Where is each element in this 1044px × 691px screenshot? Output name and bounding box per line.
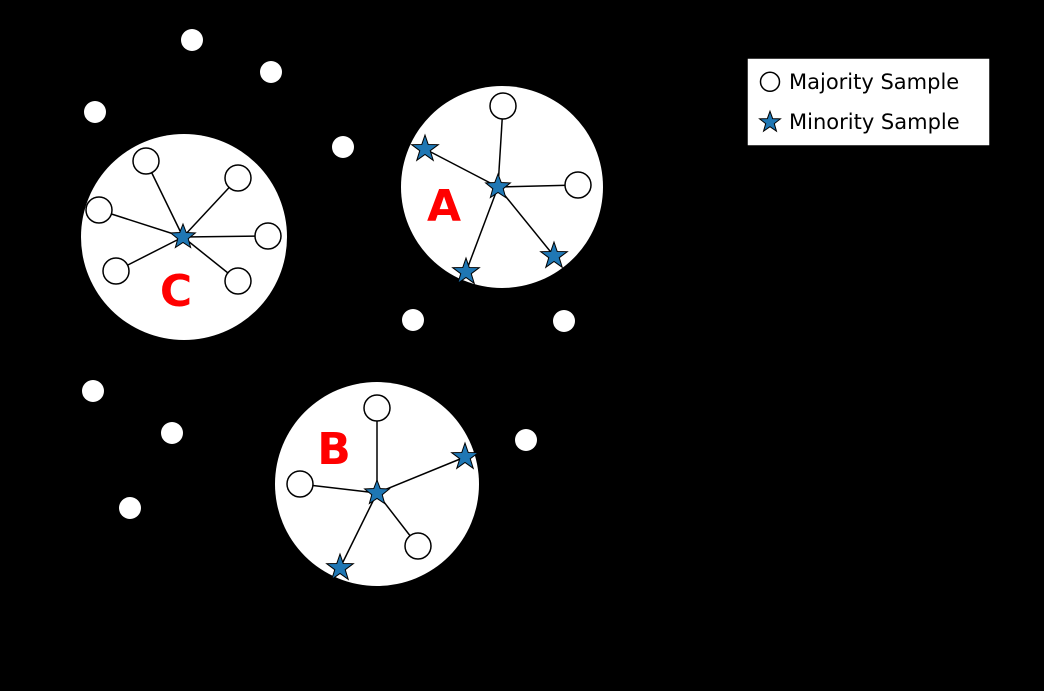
legend-minority-icon [758, 109, 782, 133]
minority-node [539, 240, 569, 269]
majority-node [102, 257, 130, 285]
majority-node-outlier [402, 309, 424, 331]
legend-box [746, 57, 991, 147]
majority-node [286, 470, 314, 498]
cluster-b-edge [339, 492, 378, 569]
majority-node [85, 196, 113, 224]
majority-node-outlier [119, 497, 141, 519]
cluster-a-label: A [427, 181, 461, 232]
legend-item-label: Minority Sample [789, 110, 960, 134]
cluster-a-center-minority-node [484, 172, 512, 199]
cluster-c-center-minority-node [169, 222, 197, 249]
cluster-c-label: C [160, 266, 192, 317]
minority-node [451, 256, 481, 285]
majority-node [132, 147, 160, 175]
minority-node [410, 133, 440, 162]
cluster-c-edge [98, 209, 184, 238]
cluster-a-edge [465, 186, 499, 273]
majority-node [564, 171, 592, 199]
majority-node [363, 394, 391, 422]
minority-node [450, 441, 480, 470]
legend-item-label: Majority Sample [789, 70, 959, 94]
cluster-b-center-minority-node [363, 478, 391, 505]
majority-node [254, 222, 282, 250]
majority-node-outlier [82, 380, 104, 402]
cluster-c-edge [182, 235, 269, 238]
cluster-a-edge [424, 148, 499, 188]
cluster-b-edge [376, 456, 466, 494]
majority-node-outlier [84, 101, 106, 123]
legend-majority-icon [759, 71, 781, 93]
majority-node [489, 92, 517, 120]
majority-node-outlier [260, 61, 282, 83]
majority-node-outlier [515, 429, 537, 451]
majority-node-outlier [161, 422, 183, 444]
majority-node-outlier [332, 136, 354, 158]
cluster-c-edge [145, 160, 184, 238]
minority-node [325, 552, 355, 581]
majority-node-outlier [181, 29, 203, 51]
cluster-a-edge [497, 186, 555, 257]
majority-node-outlier [553, 310, 575, 332]
majority-node [224, 164, 252, 192]
cluster-b-label: B [317, 424, 351, 475]
majority-node [404, 532, 432, 560]
majority-node [224, 267, 252, 295]
